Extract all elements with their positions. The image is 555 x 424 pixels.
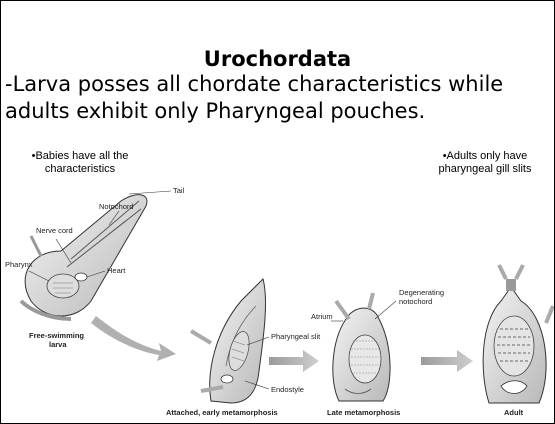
arrow-late-to-adult — [421, 350, 473, 372]
arrow-larva-to-early — [91, 316, 176, 361]
adult-drawing — [483, 265, 553, 403]
label-nerve-cord: Nerve cord — [36, 226, 73, 235]
label-pharynx: Pharynx — [5, 260, 33, 269]
stage-larva-line2: larva — [49, 340, 67, 349]
label-pharyngeal-slit: Pharyngeal slit — [271, 332, 321, 341]
label-endostyle: Endostyle — [271, 385, 304, 394]
label-tail: Tail — [173, 186, 185, 195]
larva-drawing — [21, 191, 171, 319]
label-heart: Heart — [107, 266, 126, 275]
label-atrium: Atrium — [311, 312, 333, 321]
early-metamorphosis-drawing — [191, 279, 269, 403]
label-degenerating-notochord: notochord — [399, 297, 432, 306]
stage-adult: Adult — [504, 408, 524, 417]
stage-late: Late metamorphosis — [327, 408, 400, 417]
stage-early: Attached, early metamorphosis — [166, 408, 278, 417]
label-degenerating: Degenerating — [399, 288, 444, 297]
late-metamorphosis-drawing — [331, 293, 396, 401]
arrow-early-to-late — [269, 350, 319, 372]
label-notochord: Notochord — [99, 202, 134, 211]
stage-larva-line1: Free-swimming — [29, 331, 84, 340]
